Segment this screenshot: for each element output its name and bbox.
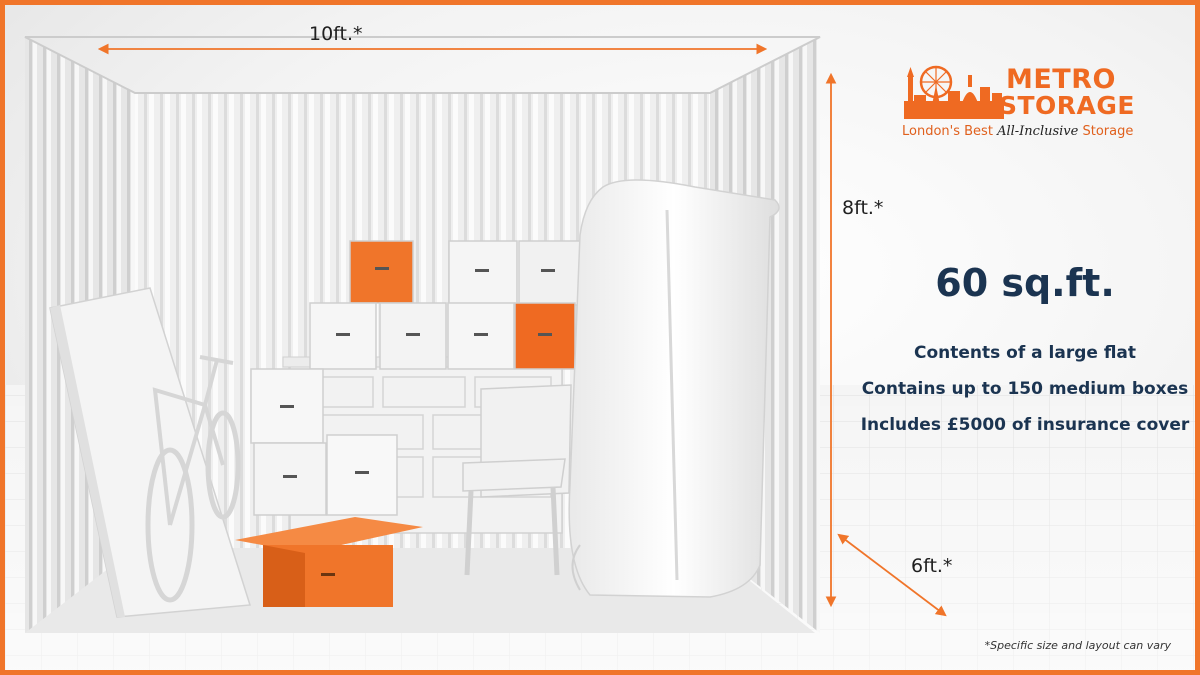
box-handles [280,267,555,478]
open-orange-box [235,517,423,607]
logo-brand-line2: STORAGE [999,91,1136,120]
height-dimension-label: 8ft.* [842,197,884,219]
footnote: *Specific size and layout can vary [984,639,1171,652]
dimension-arrow-icon [97,43,947,617]
metro-storage-logo: METRO STORAGE London's Best All-Inclusiv… [898,64,1158,145]
unit-info: 60 sq.ft. Contents of a large flat Conta… [855,261,1195,443]
width-dimension-label: 10ft.* [309,23,363,45]
box-white [253,442,327,516]
logo-brand-line1: METRO [1006,64,1116,95]
storage-unit-scene [5,36,1195,670]
tagline-end: Storage [1078,124,1134,139]
tagline-script: All-Inclusive [997,124,1079,139]
boxes [250,240,582,516]
feature-line: Contents of a large flat [913,343,1137,363]
unit-size: 60 sq.ft. [935,261,1115,305]
sofa [568,179,780,598]
depth-dimension-label: 6ft.* [911,555,953,577]
mattress [49,287,251,618]
box-white [518,240,582,306]
chairs [462,384,572,576]
box-white [448,240,518,306]
box-orange-top [349,240,414,304]
london-skyline-icon [904,65,1004,119]
box-white [326,434,398,516]
bicycle [145,355,241,603]
feature-line: Contains up to 150 medium boxes [861,379,1189,399]
tagline-start: London's Best [902,124,998,139]
logo-tagline: London's Best All-Inclusive Storage [902,124,1133,139]
feature-line: Includes £5000 of insurance cover [860,415,1190,435]
